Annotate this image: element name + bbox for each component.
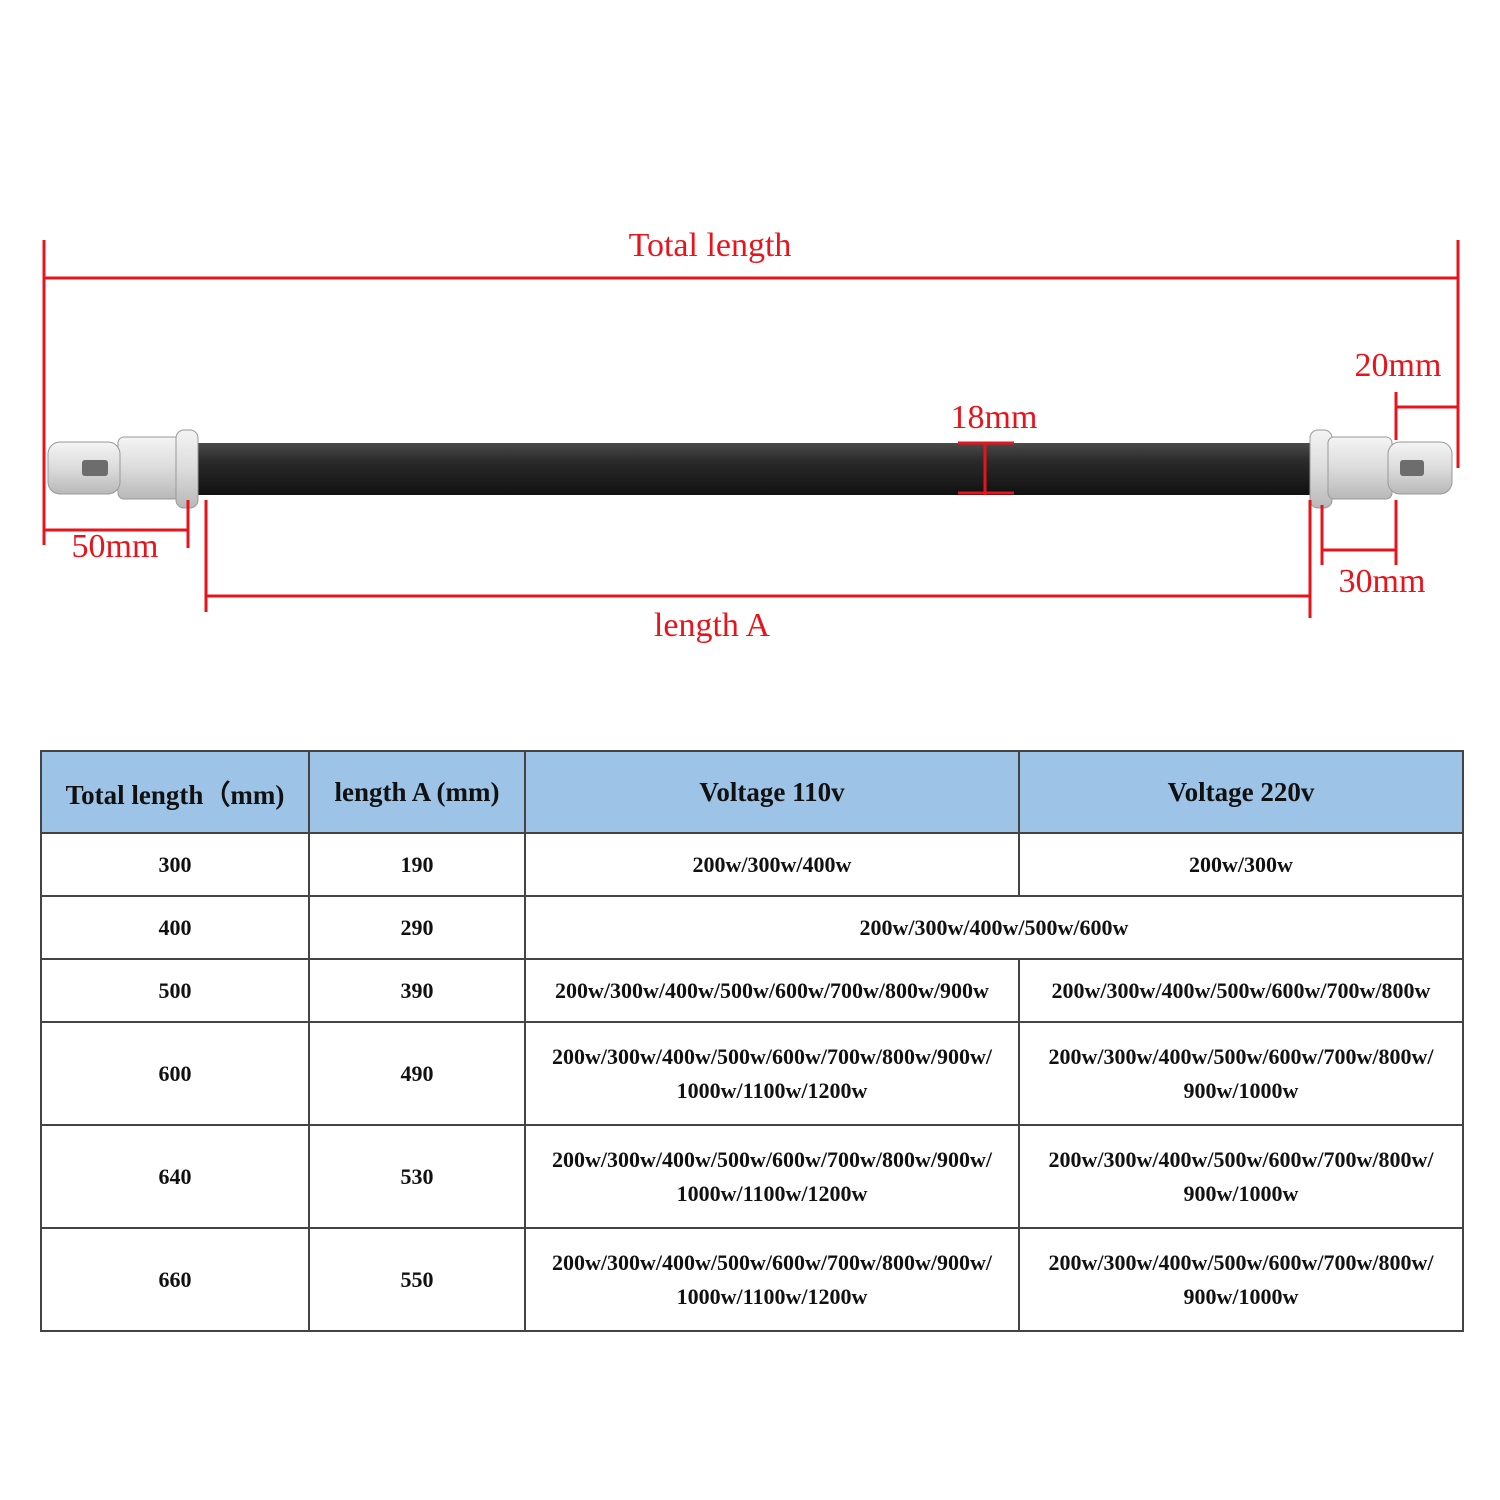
cell-line: 200w/300w/400w/500w/600w/700w/800w/900w/ bbox=[552, 1249, 992, 1275]
cell-voltage-110v: 200w/300w/400w bbox=[524, 832, 1020, 897]
table-row: 300 190 200w/300w/400w 200w/300w bbox=[40, 832, 1464, 897]
cell-line: 1000w/1100w/1200w bbox=[676, 1077, 868, 1103]
diameter-label: 18mm bbox=[951, 399, 1038, 436]
cell-total-length: 660 bbox=[40, 1227, 310, 1332]
left-cap-flange bbox=[175, 429, 199, 509]
heater-tube bbox=[47, 429, 1453, 509]
tube-body bbox=[190, 443, 1318, 495]
header-voltage-110v: Voltage 110v bbox=[524, 750, 1020, 834]
left-terminal-screw bbox=[82, 460, 108, 476]
cell-voltage-110v: 200w/300w/400w/500w/600w/700w/800w/900w/… bbox=[524, 1227, 1020, 1332]
cell-voltage-220v: 200w/300w/400w/500w/600w/700w/800w/ 900w… bbox=[1018, 1124, 1464, 1229]
cell-line: 200w/300w/400w/500w/600w/700w/800w/ bbox=[1048, 1146, 1434, 1172]
cell-length-a: 390 bbox=[308, 958, 526, 1023]
cell-total-length: 500 bbox=[40, 958, 310, 1023]
left-cap-label: 50mm bbox=[72, 528, 159, 565]
cell-voltage-220v: 200w/300w/400w/500w/600w/700w/800w bbox=[1018, 958, 1464, 1023]
table-row: 400 290 200w/300w/400w/500w/600w bbox=[40, 895, 1464, 960]
cell-voltage-110v: 200w/300w/400w/500w/600w/700w/800w/900w/… bbox=[524, 1021, 1020, 1126]
cell-total-length: 640 bbox=[40, 1124, 310, 1229]
cell-total-length: 600 bbox=[40, 1021, 310, 1126]
left-ceramic-cap bbox=[117, 436, 181, 500]
header-total-length: Total length（mm) bbox=[40, 750, 310, 834]
table-row: 500 390 200w/300w/400w/500w/600w/700w/80… bbox=[40, 958, 1464, 1023]
cell-line: 900w/1000w bbox=[1183, 1077, 1299, 1103]
cell-line: 200w/300w/400w bbox=[692, 851, 852, 877]
cell-line: 900w/1000w bbox=[1183, 1180, 1299, 1206]
cell-voltage-110v: 200w/300w/400w/500w/600w/700w/800w/900w bbox=[524, 958, 1020, 1023]
cell-line: 1000w/1100w/1200w bbox=[676, 1283, 868, 1309]
cell-line: 200w/300w bbox=[1189, 851, 1293, 877]
cell-length-a: 290 bbox=[308, 895, 526, 960]
table-row: 600 490 200w/300w/400w/500w/600w/700w/80… bbox=[40, 1021, 1464, 1126]
cell-line: 900w/1000w bbox=[1183, 1283, 1299, 1309]
length-a-label: length A bbox=[654, 607, 771, 644]
cell-voltage-220v: 200w/300w/400w/500w/600w/700w/800w/ 900w… bbox=[1018, 1021, 1464, 1126]
header-voltage-220v: Voltage 220v bbox=[1018, 750, 1464, 834]
right-ceramic-cap bbox=[1327, 436, 1393, 500]
total-length-label: Total length bbox=[629, 227, 792, 264]
heater-tube-diagram: Total length 18mm 20mm 50mm 30mm length … bbox=[42, 227, 1460, 644]
cell-line: 200w/300w/400w/500w/600w bbox=[859, 914, 1129, 940]
table-header-row: Total length（mm) length A (mm) Voltage 1… bbox=[40, 750, 1464, 834]
cell-voltage-110v: 200w/300w/400w/500w/600w/700w/800w/900w/… bbox=[524, 1124, 1020, 1229]
cell-line: 200w/300w/400w/500w/600w/700w/800w/900w/ bbox=[552, 1146, 992, 1172]
cell-length-a: 490 bbox=[308, 1021, 526, 1126]
header-length-a: length A (mm) bbox=[308, 750, 526, 834]
cell-line: 200w/300w/400w/500w/600w/700w/800w/900w/ bbox=[552, 1043, 992, 1069]
cell-length-a: 550 bbox=[308, 1227, 526, 1332]
right-terminal-screw bbox=[1400, 460, 1424, 476]
cell-total-length: 400 bbox=[40, 895, 310, 960]
cell-voltage-220v: 200w/300w/400w/500w/600w/700w/800w/ 900w… bbox=[1018, 1227, 1464, 1332]
dimension-lines bbox=[42, 240, 1460, 618]
table-row: 640 530 200w/300w/400w/500w/600w/700w/80… bbox=[40, 1124, 1464, 1229]
cell-length-a: 190 bbox=[308, 832, 526, 897]
table-row: 660 550 200w/300w/400w/500w/600w/700w/80… bbox=[40, 1227, 1464, 1332]
right-pin-label: 20mm bbox=[1355, 347, 1442, 384]
spec-table: Total length（mm) length A (mm) Voltage 1… bbox=[40, 750, 1464, 1332]
cell-line: 200w/300w/400w/500w/600w/700w/800w/900w bbox=[555, 977, 989, 1003]
cell-line: 1000w/1100w/1200w bbox=[676, 1180, 868, 1206]
cell-voltage-both: 200w/300w/400w/500w/600w bbox=[524, 895, 1464, 960]
cell-voltage-220v: 200w/300w bbox=[1018, 832, 1464, 897]
cell-line: 200w/300w/400w/500w/600w/700w/800w bbox=[1051, 977, 1431, 1003]
cell-total-length: 300 bbox=[40, 832, 310, 897]
cell-length-a: 530 bbox=[308, 1124, 526, 1229]
cell-line: 200w/300w/400w/500w/600w/700w/800w/ bbox=[1048, 1249, 1434, 1275]
cell-line: 200w/300w/400w/500w/600w/700w/800w/ bbox=[1048, 1043, 1434, 1069]
right-cap-label: 30mm bbox=[1339, 563, 1426, 600]
